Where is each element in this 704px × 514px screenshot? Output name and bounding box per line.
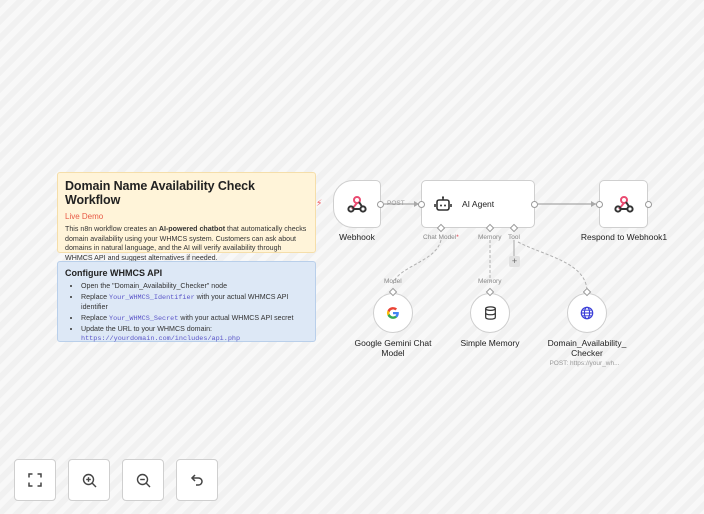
- sticky-title: Configure WHMCS API: [65, 268, 163, 278]
- trigger-bolt-icon: ⚡︎: [316, 198, 323, 208]
- ai-agent-output-port[interactable]: [531, 200, 538, 208]
- respond-label: Respond to Webhook1: [580, 232, 668, 242]
- google-icon: [386, 307, 399, 319]
- robot-icon: [434, 196, 452, 211]
- webhook-output-port[interactable]: [377, 200, 384, 208]
- sticky-subtitle: Live Demo: [65, 212, 104, 221]
- respond-to-webhook-node[interactable]: [599, 180, 648, 228]
- config-step: Update the URL to your WHMCS domain:http…: [81, 325, 308, 344]
- edge-label-post: POST: [387, 200, 405, 207]
- ai-agent-label: AI Agent: [462, 199, 495, 209]
- webhook-icon: [347, 196, 367, 213]
- zoom-out-icon: [136, 473, 150, 487]
- zoom-in-button[interactable]: [68, 459, 110, 501]
- webhook-node[interactable]: [333, 180, 381, 228]
- tool-connector-label: Tool: [508, 234, 520, 241]
- fit-view-button[interactable]: [14, 459, 56, 501]
- zoom-out-button[interactable]: [122, 459, 164, 501]
- fit-view-icon: [28, 473, 42, 487]
- undo-icon: [190, 474, 203, 486]
- domain-availability-checker-node[interactable]: [567, 293, 607, 333]
- checker-subtitle: POST: https://your_wh...: [549, 360, 620, 367]
- memory-connector-label: Memory: [478, 234, 502, 241]
- api-url: https://yourdomain.com/includes/api.php: [81, 334, 241, 343]
- add-tool-button[interactable]: +: [509, 256, 520, 267]
- simple-memory-label: Simple Memory: [460, 338, 520, 348]
- config-step: Replace Your_WHMCS_Identifier with your …: [81, 293, 308, 313]
- webhook-label: Webhook: [339, 232, 375, 242]
- config-step: Open the "Domain_Availability_Checker" n…: [81, 282, 308, 292]
- gemini-input-label: Model: [384, 278, 402, 285]
- webhook-icon: [613, 196, 634, 213]
- gemini-chat-model-node[interactable]: [373, 293, 413, 333]
- config-steps-list: Open the "Domain_Availability_Checker" n…: [65, 282, 308, 345]
- sticky-body: This n8n workflow creates an AI-powered …: [65, 225, 307, 262]
- config-step: Replace Your_WHMCS_Secret with your actu…: [81, 314, 308, 325]
- globe-icon: [580, 306, 594, 320]
- undo-button[interactable]: [176, 459, 218, 501]
- sticky-note-overview[interactable]: Domain Name Availability Check Workflow …: [57, 172, 316, 262]
- zoom-in-icon: [82, 473, 96, 487]
- respond-input-port[interactable]: [595, 200, 603, 208]
- ai-agent-node[interactable]: AI Agent: [421, 180, 535, 228]
- database-icon: [484, 306, 496, 320]
- chat-model-connector-label: Chat Model*: [423, 234, 459, 241]
- respond-output-port[interactable]: [644, 200, 652, 208]
- checker-label: Domain_Availability_Checker: [547, 338, 627, 358]
- simple-memory-node[interactable]: [470, 293, 510, 333]
- sticky-note-config[interactable]: Configure WHMCS API Open the "Domain_Ava…: [57, 261, 316, 345]
- sticky-title: Domain Name Availability Check Workflow: [65, 179, 255, 207]
- ai-agent-input-port[interactable]: [417, 200, 425, 208]
- memory-input-label: Memory: [478, 278, 502, 285]
